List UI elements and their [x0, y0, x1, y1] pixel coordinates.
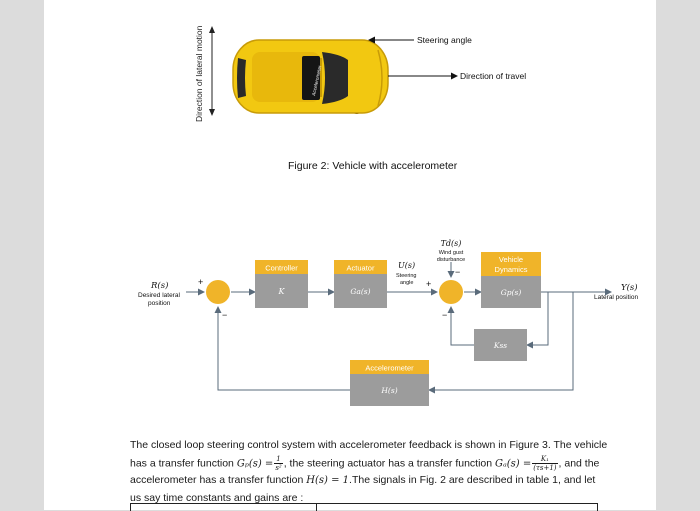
h-equation: H(s) = 1 — [306, 475, 350, 487]
disturbance-desc-1: Wind gust — [439, 250, 464, 256]
sign-minus-disturbance: − — [455, 267, 460, 277]
output-symbol: Y(s) — [621, 282, 638, 293]
disturbance-desc-2: disturbance — [437, 257, 465, 263]
sign-plus-2: + — [426, 279, 431, 289]
vehicle-dynamics-block: Vehicle Dynamics Gp(s) — [481, 252, 541, 308]
outer-loop-line-b — [214, 306, 350, 391]
vehicle-tf: Gp(s) — [501, 288, 522, 297]
inner-gain-block: Kss — [474, 329, 527, 361]
steering-signal-desc-1: Steering — [396, 273, 417, 279]
problem-statement: The closed loop steering control system … — [130, 437, 608, 507]
summing-junction-2 — [439, 280, 463, 304]
actuator-block: Actuator Ga(s) — [334, 260, 387, 308]
paragraph-sentence-2: , the steering actuator has a transfer f… — [283, 456, 493, 469]
output-desc: Lateral position — [594, 294, 638, 301]
ga-numerator: K₁ — [532, 455, 558, 464]
sign-minus-1: − — [222, 310, 227, 320]
paragraph-sentence-4: .The signals in Fig. 2 are described in … — [130, 474, 596, 504]
gp-numerator: 1 — [274, 454, 283, 464]
accelerometer-sensor — [302, 56, 320, 100]
input-desc-1: Desired lateral — [138, 292, 180, 299]
figure-canvas: Direction of lateral motion Acceleromete… — [138, 25, 638, 406]
steering-signal-desc-2: angle — [400, 280, 413, 286]
vehicle-title-1: Vehicle — [499, 255, 523, 264]
summing-junction-1 — [206, 280, 230, 304]
ga-denominator: (τs+1) — [533, 463, 557, 472]
actuator-title: Actuator — [347, 264, 375, 273]
gp-denominator: s² — [275, 463, 282, 472]
accelerometer-title: Accelerometer — [365, 364, 414, 373]
sign-minus-2: − — [442, 310, 447, 320]
accelerometer-block: Accelerometer H(s) — [350, 360, 429, 406]
vehicle-figure: Direction of lateral motion Acceleromete… — [194, 25, 526, 172]
controller-tf: K — [278, 287, 286, 296]
vehicle-title-2: Dynamics — [495, 265, 528, 274]
figure-2-caption: Figure 2: Vehicle with accelerometer — [288, 160, 458, 172]
table-top-edge — [130, 503, 598, 511]
input-desc-2: position — [148, 300, 171, 307]
inner-gain-tf: Kss — [493, 341, 507, 350]
document-page: Direction of lateral motion Acceleromete… — [44, 0, 656, 511]
actuator-tf: Ga(s) — [350, 287, 370, 296]
ga-equation-lhs: Gₐ(s) = — [495, 457, 532, 469]
inner-loop-line-b — [447, 306, 474, 346]
travel-direction-label: Direction of travel — [460, 71, 526, 81]
block-diagram: R(s) Desired lateral position + − Contro… — [138, 239, 638, 406]
input-symbol: R(s) — [150, 280, 168, 291]
paragraph-sentence-3: , and the accelerometer has a transfer f… — [130, 456, 600, 487]
ga-fraction: K₁(τs+1) — [532, 455, 558, 472]
car-icon: Accelerometer — [232, 39, 389, 114]
steering-signal-symbol: U(s) — [398, 261, 415, 270]
steering-angle-label: Steering angle — [417, 35, 472, 45]
paragraph-sentence-1: The closed loop steering control system … — [130, 439, 608, 469]
sign-plus-1: + — [198, 277, 203, 287]
controller-title: Controller — [265, 264, 298, 273]
controller-block: Controller K — [255, 260, 308, 308]
accelerometer-tf: H(s) — [380, 386, 397, 395]
lateral-motion-label: Direction of lateral motion — [194, 25, 204, 122]
outer-loop-line-a — [428, 292, 574, 394]
gp-equation-lhs: Gₚ(s) = — [236, 457, 274, 469]
disturbance-symbol: Td(s) — [441, 239, 462, 248]
inner-loop-line-a — [526, 292, 549, 349]
